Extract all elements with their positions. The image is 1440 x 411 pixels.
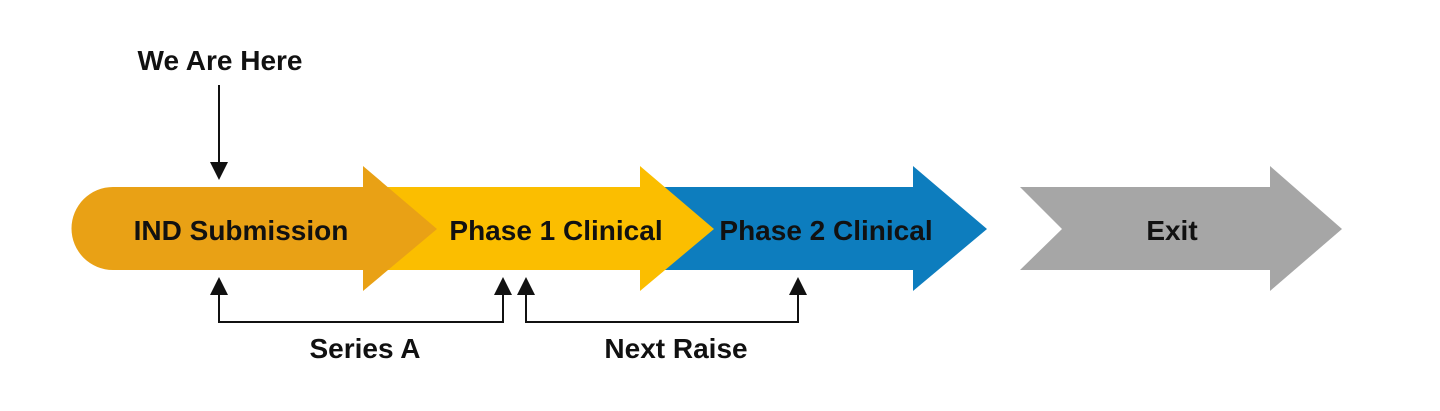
series-a-bracket bbox=[218, 294, 504, 323]
stage-arrow-phase-1-clinical bbox=[380, 166, 714, 291]
next-raise-left-arrowhead bbox=[517, 277, 535, 295]
we-are-here-label: We Are Here bbox=[138, 45, 303, 76]
next-raise-label: Next Raise bbox=[604, 333, 747, 364]
stage-label-ind-submission: IND Submission bbox=[134, 215, 349, 246]
next-raise-bracket bbox=[525, 294, 799, 323]
next-raise-right-arrowhead bbox=[789, 277, 807, 295]
stage-arrow-phase-2-clinical bbox=[655, 166, 987, 291]
stage-label-exit: Exit bbox=[1146, 215, 1197, 246]
stage-label-phase-2-clinical: Phase 2 Clinical bbox=[719, 215, 932, 246]
stage-label-phase-1-clinical: Phase 1 Clinical bbox=[449, 215, 662, 246]
series-a-label: Series A bbox=[309, 333, 420, 364]
series-a-left-arrowhead bbox=[210, 277, 228, 295]
series-a-right-arrowhead bbox=[494, 277, 512, 295]
we-are-here-arrowhead bbox=[210, 162, 228, 180]
stage-arrow-ind-submission bbox=[71, 166, 437, 291]
stage-arrow-exit bbox=[1020, 166, 1342, 291]
